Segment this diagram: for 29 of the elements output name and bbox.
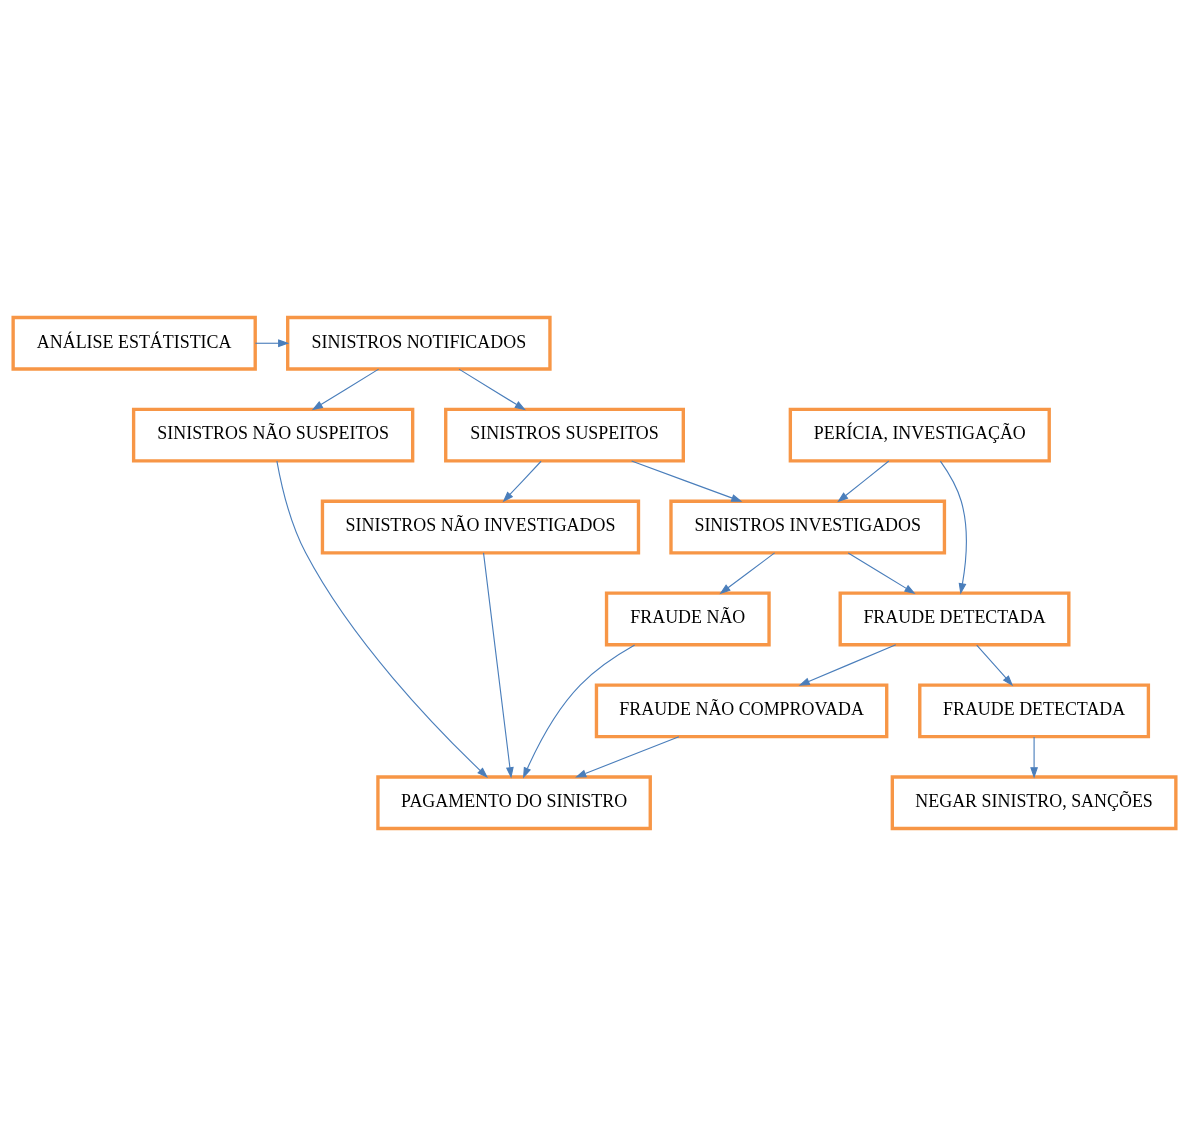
node-box: SINISTROS NÃO INVESTIGADOS bbox=[320, 499, 641, 555]
node-box: FRAUDE NÃO COMPROVADA bbox=[594, 683, 889, 739]
arrow bbox=[458, 368, 526, 411]
arrow bbox=[798, 644, 897, 686]
arrow bbox=[939, 460, 967, 595]
node-box: SINISTROS INVESTIGADOS bbox=[669, 499, 947, 555]
arrow bbox=[311, 368, 380, 411]
arrow bbox=[254, 339, 290, 348]
node-box: FRAUDE DETECTADA bbox=[838, 591, 1071, 647]
node-box: PERÍCIA, INVESTIGAÇÃO bbox=[788, 407, 1051, 463]
arrow bbox=[847, 552, 916, 595]
node-box: SINISTROS SUSPEITOS bbox=[444, 407, 685, 463]
arrow bbox=[631, 460, 743, 502]
node-box: FRAUDE DETECTADA bbox=[918, 683, 1151, 739]
arrow bbox=[976, 644, 1014, 687]
node-box: FRAUDE NÃO bbox=[604, 591, 771, 647]
arrow bbox=[837, 460, 890, 503]
arrow bbox=[482, 552, 514, 779]
node-box: PAGAMENTO DO SINISTRO bbox=[376, 775, 652, 831]
arrow bbox=[575, 736, 680, 778]
arrow bbox=[502, 460, 542, 503]
node-box: SINISTROS NÃO SUSPEITOS bbox=[131, 407, 415, 463]
arrow bbox=[276, 460, 489, 778]
arrow bbox=[523, 644, 636, 779]
arrow bbox=[719, 552, 776, 595]
node-box: SINISTROS NOTIFICADOS bbox=[286, 315, 552, 371]
arrow bbox=[1030, 736, 1038, 779]
node-box: NEGAR SINISTRO, SANÇÕES bbox=[890, 775, 1178, 831]
node-box: ANÁLISE ESTÁTISTICA bbox=[11, 315, 257, 371]
